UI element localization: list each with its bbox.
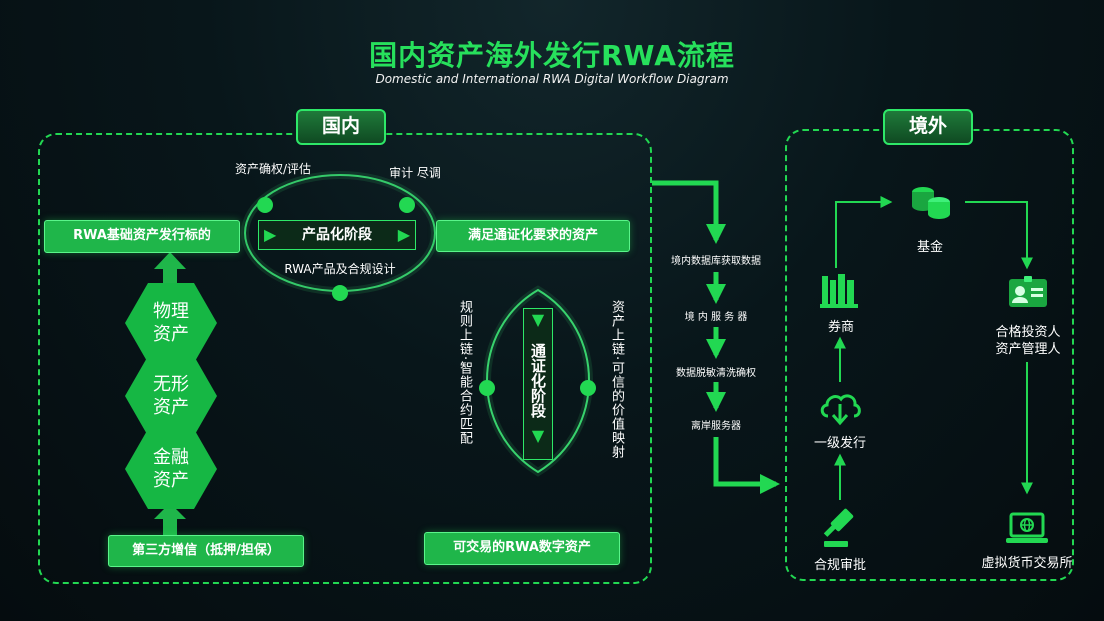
ring-dot (257, 197, 273, 213)
books-icon (820, 274, 858, 308)
flow-step: 离岸服务器 (691, 421, 741, 432)
flow-step: 境内数据库获取数据 (671, 256, 761, 267)
output-bar: 可交易的RWA数字资产 (424, 532, 620, 565)
ring-dot (332, 285, 348, 301)
issuance-label: 一级发行 (813, 436, 866, 451)
credit-bar: 第三方增信（抵押/担保） (108, 535, 304, 567)
token-stage-label-box: ▼ 通证化阶段 ▼ (523, 308, 553, 460)
compliance-label: 合规审批 (813, 558, 866, 573)
product-stage-label: 产品化阶段 (302, 227, 372, 243)
leaf-dot (479, 380, 495, 396)
ring-dot (399, 197, 415, 213)
id-card-icon (1009, 276, 1047, 307)
target-bar: RWA基础资产发行标的 (44, 220, 240, 253)
flow-arrow (835, 196, 893, 268)
play-icon: ▶ (397, 225, 410, 244)
investor-label: 合格投资人 资产管理人 (995, 325, 1061, 357)
play-icon: ▶ (264, 225, 277, 244)
leaf-dot (580, 380, 596, 396)
token-stage-left-text: 规则上链·智能合约匹配 (457, 300, 472, 446)
token-stage-right-text: 资产上链·可信的价值映射 (609, 300, 624, 460)
cloud-download-icon (820, 394, 861, 426)
token-stage-label: 通证化阶段 (529, 342, 547, 418)
triangle-down-icon: ▼ (531, 310, 545, 329)
flow-arrow (965, 201, 1033, 270)
token-stage-leaf (486, 288, 590, 474)
product-stage-label-box: ▶ 产品化阶段 ▶ (258, 220, 416, 250)
broker-label: 券商 (827, 320, 854, 335)
asset-label: 金融 资产 (125, 429, 217, 509)
up-arrow (154, 252, 186, 269)
asset-label: 无形 资产 (125, 356, 217, 436)
domestic-label: 国内 (296, 109, 386, 145)
flow-arrow (713, 437, 780, 494)
result-bar: 满足通证化要求的资产 (436, 220, 630, 252)
asset-hex: 金融 资产 (125, 429, 217, 509)
asset-hex: 无形 资产 (125, 356, 217, 436)
product-stage-top-left: 资产确权/评估 (234, 162, 312, 176)
flow-step: 境 内 服 务 器 (684, 312, 748, 323)
page-title: 国内资产海外发行RWA流程 (369, 39, 735, 72)
coins-icon (912, 187, 950, 219)
exchange-label: 虚拟货币交易所 (981, 556, 1073, 571)
up-arrow (154, 503, 186, 519)
triangle-down-icon: ▼ (531, 426, 545, 445)
overseas-label: 境外 (883, 109, 973, 145)
asset-label: 物理 资产 (125, 283, 217, 363)
flow-step: 数据脱敏清洗确权 (676, 368, 756, 379)
page-subtitle: Domestic and International RWA Digital W… (375, 72, 729, 86)
flow-arrow (652, 180, 726, 244)
product-stage-bottom: RWA产品及合规设计 (284, 262, 396, 276)
gavel-icon (823, 508, 854, 547)
product-stage-top-right: 审计 尽调 (389, 166, 441, 180)
fund-label: 基金 (916, 240, 943, 255)
laptop-globe-icon (1006, 512, 1048, 543)
asset-hex: 物理 资产 (125, 283, 217, 363)
